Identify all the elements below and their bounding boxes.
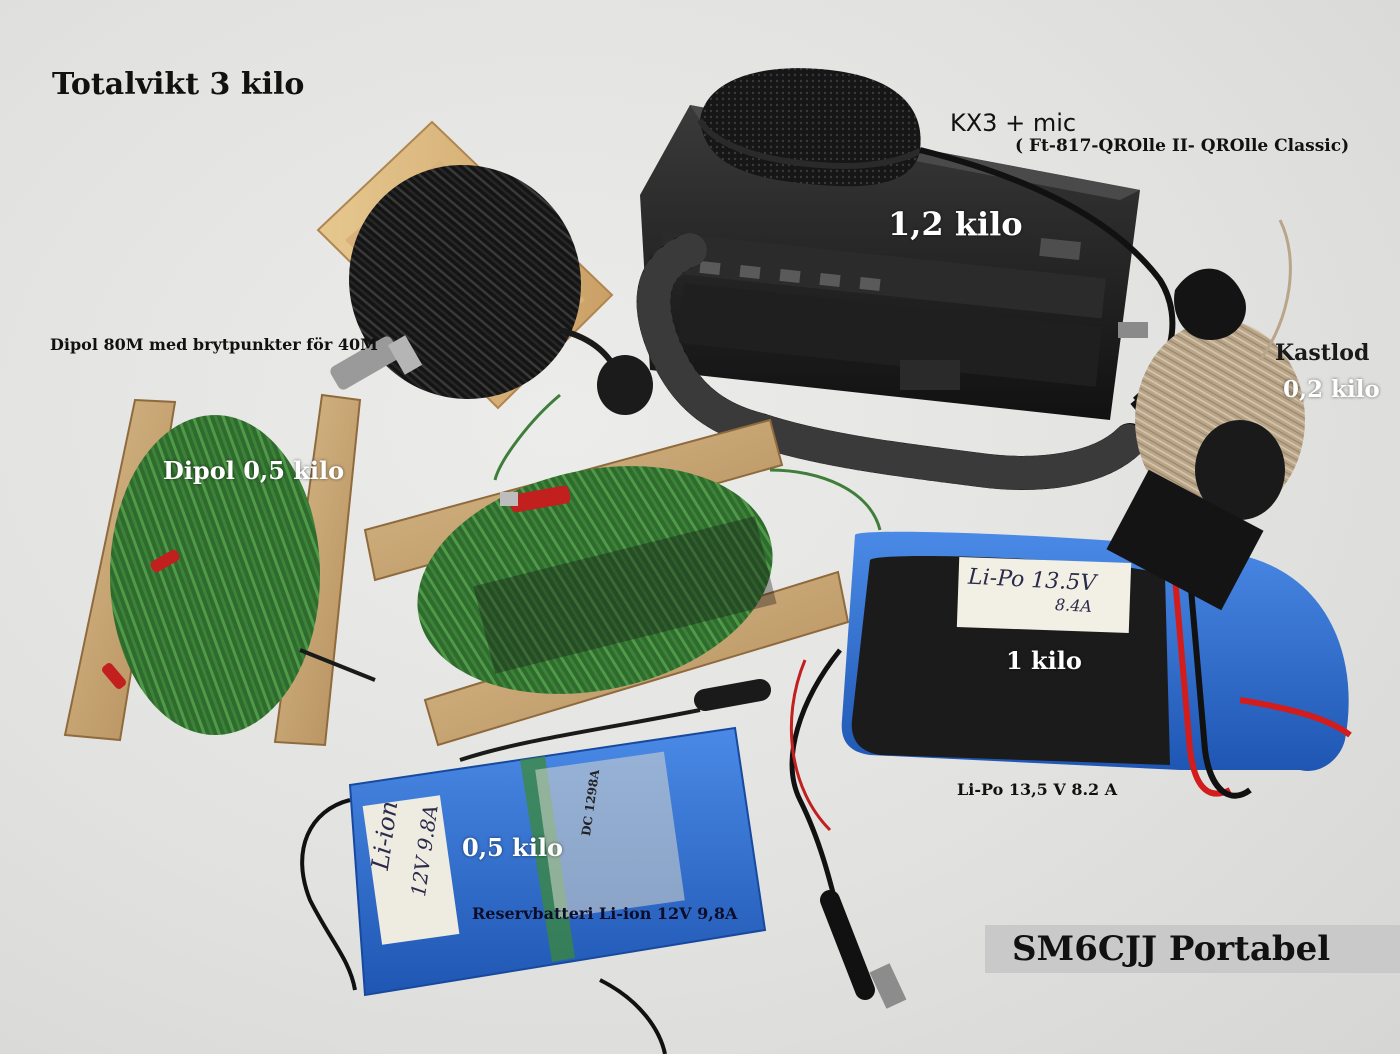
- liion-description-label: Reservbatteri Li-ion 12V 9,8A: [472, 904, 738, 923]
- lipo-battery: [789, 469, 1352, 1009]
- radio-transceiver: [640, 105, 1148, 420]
- radio-title-label: KX3 + mic: [950, 109, 1077, 137]
- dipole-description-label: Dipol 80M med brytpunkter för 40M: [50, 335, 378, 354]
- throw-weight-label: Kastlod: [1275, 340, 1370, 366]
- lipo-description-label: Li-Po 13,5 V 8.2 A: [957, 780, 1118, 799]
- dipole-weight-label: Dipol 0,5 kilo: [163, 456, 345, 485]
- brand-box: [985, 925, 1400, 973]
- radio-alternatives-label: ( Ft-817-QROlle II- QROlle Classic): [1015, 136, 1350, 156]
- radio-weight-label: 1,2 kilo: [888, 205, 1023, 243]
- lipo-tag-text-2: 8.4A: [1054, 595, 1093, 616]
- liion-battery: [300, 679, 771, 1054]
- coax-spool: [316, 120, 623, 410]
- throw-weight: [1135, 219, 1305, 520]
- lipo-weight-label: 1 kilo: [1006, 646, 1082, 675]
- dipole-reel-center: [363, 393, 882, 747]
- total-weight-label: Totalvikt 3 kilo: [52, 67, 305, 102]
- throw-weight-mass-label: 0,2 kilo: [1283, 376, 1380, 403]
- brand-label: SM6CJJ Portabel: [1012, 929, 1331, 969]
- liion-weight-label: 0,5 kilo: [462, 833, 563, 862]
- dipole-reel-left: [63, 393, 376, 747]
